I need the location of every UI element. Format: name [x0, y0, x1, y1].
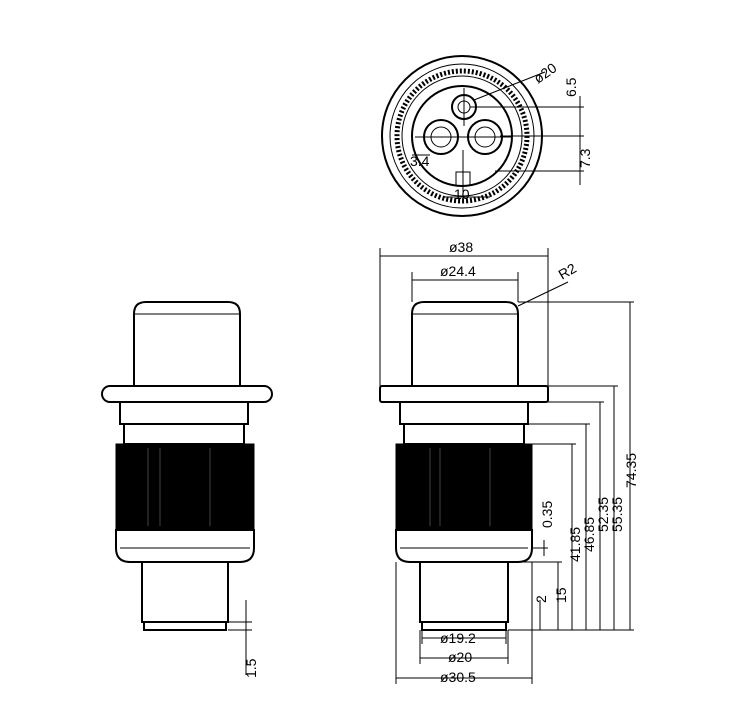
- collar: [403, 423, 525, 445]
- dim-d19-2: ø19.2: [440, 630, 476, 646]
- dim-55-35: 55.35: [609, 497, 625, 532]
- dim-d24-4: ø24.4: [440, 263, 476, 279]
- side-view: ø38 ø24.4 R2 74.35 55.35 52.35 46.85 41.…: [379, 239, 639, 685]
- dim-7-3: 7.3: [577, 148, 593, 168]
- top-cap: [133, 301, 241, 386]
- top-cap: [411, 301, 519, 386]
- knurled-body: [395, 443, 533, 531]
- top-view: ø20 6.5 7.3 3.4 10: [381, 55, 593, 217]
- dim-52-35: 52.35: [595, 497, 611, 532]
- knurled-body: [115, 443, 255, 531]
- dim-46-85: 46.85: [581, 517, 597, 552]
- dim-d20-top: ø20: [531, 59, 560, 86]
- stem: [419, 561, 509, 623]
- front-view: 1.5: [101, 301, 273, 678]
- leader-line: [473, 71, 546, 101]
- flange: [101, 385, 273, 403]
- dim-3-4: 3.4: [410, 153, 430, 169]
- dim-0-35: 0.35: [539, 501, 555, 528]
- dim-15: 15: [553, 587, 569, 603]
- collar: [123, 423, 245, 445]
- dim-2: 2: [533, 595, 549, 603]
- lower-ring: [395, 529, 533, 563]
- dim-41-85: 41.85: [567, 527, 583, 562]
- stem-tip: [421, 621, 507, 631]
- flange: [379, 385, 549, 403]
- stem-tip: [143, 621, 227, 631]
- dim-74-35: 74.35: [623, 453, 639, 488]
- dim-1-5: 1.5: [243, 658, 259, 678]
- dim-r2: R2: [556, 260, 580, 283]
- stem: [141, 561, 229, 623]
- dim-d30-5: ø30.5: [440, 669, 476, 685]
- lower-ring: [115, 529, 255, 563]
- neck: [119, 401, 249, 425]
- dim-6-5: 6.5: [563, 77, 579, 97]
- dim-10: 10: [454, 186, 470, 202]
- dim-d20-bottom: ø20: [448, 649, 472, 665]
- neck: [399, 401, 529, 425]
- dim-d38: ø38: [449, 239, 473, 255]
